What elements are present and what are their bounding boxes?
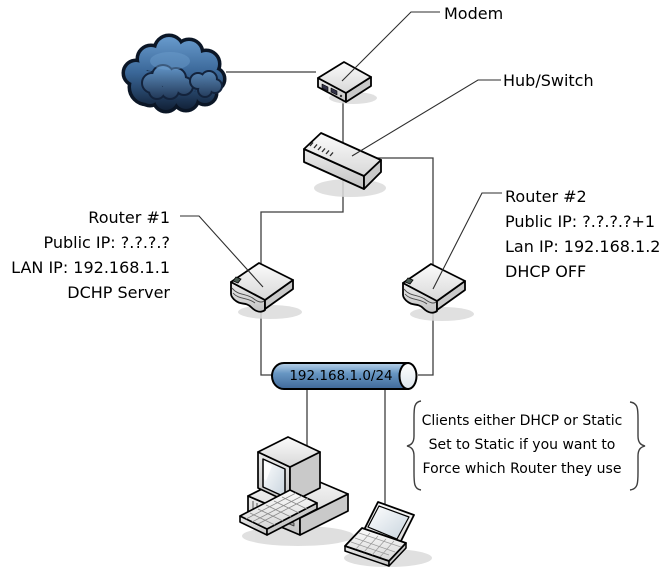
router2-label-block: Router #2 Public IP: ?.?.?.?+1 Lan IP: 1… [505, 184, 660, 284]
note-line-1: Clients either DHCP or Static [421, 413, 623, 429]
leader-lines [180, 11, 502, 290]
hub-switch-icon [303, 132, 382, 190]
note-line-2: Set to Static if you want to [428, 437, 616, 453]
modem-label: Modem [444, 4, 504, 23]
router2-public-ip: Public IP: ?.?.?.?+1 [505, 212, 656, 231]
desktop-computer-icon [239, 436, 349, 536]
router2-dhcp-role: DHCP OFF [505, 262, 587, 281]
hub-ports [309, 141, 334, 157]
router1-public-ip: Public IP: ?.?.?.? [43, 233, 170, 252]
network-pipe-icon [270, 362, 418, 390]
link-hub-router1-subnet [260, 172, 344, 376]
router1-label-block: Router #1 Public IP: ?.?.?.? LAN IP: 192… [0, 205, 170, 305]
router1-icon [230, 262, 294, 313]
note-line-3: Force which Router they use [422, 461, 622, 477]
laptop-icon [344, 501, 415, 567]
router2-lan-ip: Lan IP: 192.168.1.2 [505, 237, 661, 256]
router1-lan-ip: LAN IP: 192.168.1.1 [11, 258, 170, 277]
router2-name: Router #2 [505, 187, 587, 206]
leader-hub [351, 79, 501, 157]
laptop-keyboard [344, 527, 407, 562]
leader-router2 [432, 192, 502, 290]
router2-icon [402, 263, 466, 314]
hub-switch-label: Hub/Switch [503, 71, 594, 90]
laptop-screen [367, 505, 410, 540]
subnet-label: 192.168.1.0/24 [289, 368, 393, 384]
router1-dhcp-role: DCHP Server [67, 283, 170, 302]
brace-left [406, 400, 422, 491]
modem-icon [317, 61, 372, 103]
leader-modem [341, 11, 440, 82]
internet-cloud-icon [121, 33, 227, 114]
brace-right [629, 401, 646, 491]
clients-note: Clients either DHCP or Static Set to Sta… [416, 409, 628, 481]
router1-name: Router #1 [88, 208, 170, 227]
keyboard [239, 489, 318, 530]
leader-router1 [180, 215, 264, 288]
